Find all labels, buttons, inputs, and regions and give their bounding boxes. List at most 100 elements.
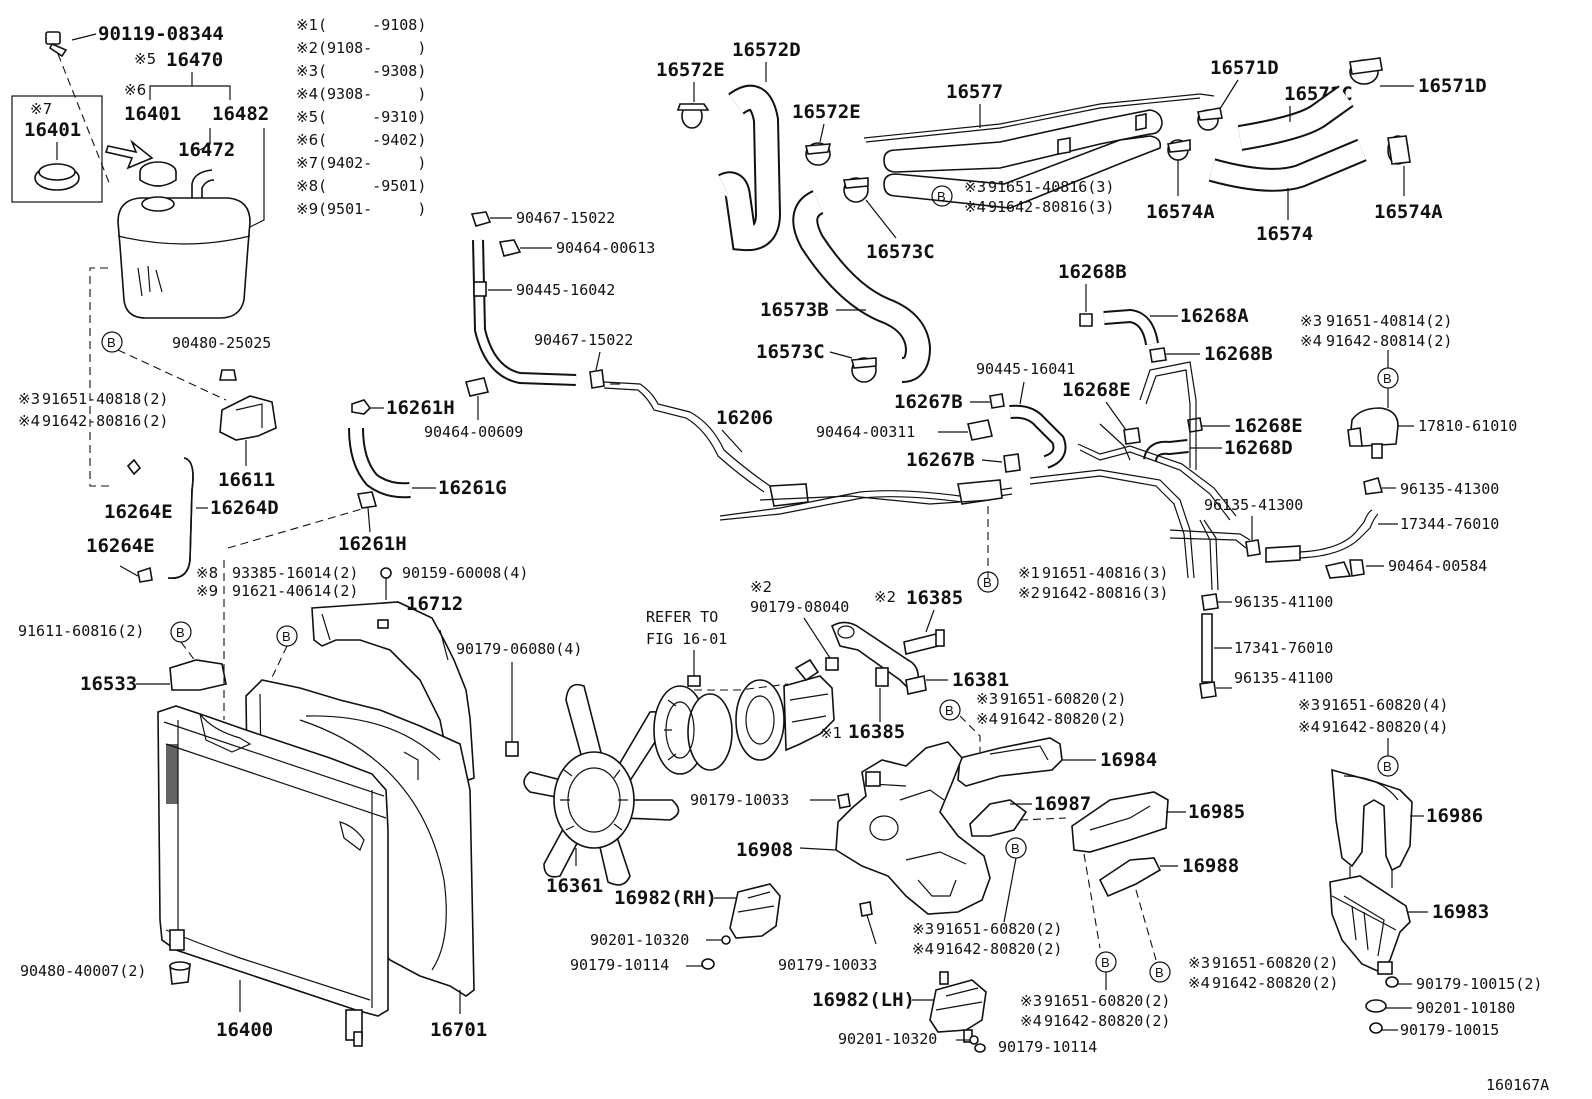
label-90179-10033-a: 90179-10033 [690, 791, 789, 809]
clip-icon [356, 491, 378, 509]
pipe-17341-icon [1201, 613, 1213, 683]
label-93385-16014: 93385-16014(2) [232, 564, 358, 582]
fan-group: 90179-06080(4) 16361 REFER TO FIG 16-01 [456, 578, 1009, 897]
label-90179-08040: 90179-08040 [750, 598, 849, 616]
b-mark-2: B [170, 621, 192, 643]
b-mark-9: B [1095, 951, 1117, 973]
label-17344-76010: 17344-76010 [1400, 515, 1499, 533]
b-mark-8: B [1005, 837, 1027, 859]
note-1-mark: ※1 [296, 16, 318, 34]
label-96135-41300-a: 96135-41300 [1400, 480, 1499, 498]
label-16571D-b: 16571D [1418, 75, 1487, 97]
bracket-16986-icon [1331, 768, 1413, 888]
mark-4c: ※4 [1300, 332, 1322, 350]
b-mark-5: B [1377, 367, 1399, 389]
label-96135-41100-b: 96135-41100 [1234, 669, 1333, 687]
mark-3h: ※3 [1298, 696, 1320, 714]
label-16533: 16533 [80, 673, 137, 695]
label-16908: 16908 [736, 839, 793, 861]
nut-icon [974, 1043, 986, 1053]
label-16987: 16987 [1034, 793, 1091, 815]
reservoir-group: 90119-08344 ※5 16470 ※6 16401 16482 ※7 1… [11, 23, 269, 487]
mark-4a: ※4 [18, 412, 40, 430]
label-16572E-b: 16572E [792, 101, 861, 123]
mark-3c: ※3 [1300, 312, 1322, 330]
figure-id: 160167A [1486, 1076, 1549, 1094]
clip-icon [1003, 453, 1021, 473]
label-16574A-b: 16574A [1374, 201, 1443, 223]
label-16574A-a: 16574A [1146, 201, 1215, 223]
note-8-mark: ※8 [296, 177, 318, 195]
mark-3b: ※3 [964, 178, 986, 196]
label-91642-80816-3a: 91642-80816(3) [988, 198, 1114, 216]
label-16268E-b: 16268E [1234, 415, 1303, 437]
clip-icon [1199, 681, 1217, 699]
mark-4d: ※4 [976, 710, 998, 728]
label-90201-10320-b: 90201-10320 [838, 1030, 937, 1048]
svg-text:B: B [1011, 841, 1020, 856]
mark-2c: ※2 [1018, 584, 1040, 602]
label-16206: 16206 [716, 407, 773, 429]
label-91651-60820-a: 91651-60820(2) [1000, 690, 1126, 708]
label-16982LH: 16982(LH) [812, 989, 915, 1011]
heater-hose-icon [472, 239, 577, 386]
svg-text:B: B [176, 625, 185, 640]
mark-9: ※9 [196, 582, 218, 600]
bracket-16533-icon [169, 659, 227, 691]
label-16401: 16401 [124, 103, 181, 125]
hose-clamp-icon [850, 357, 877, 383]
clip-icon [126, 458, 142, 476]
clip-icon [1149, 347, 1167, 363]
label-16712: 16712 [406, 593, 463, 615]
label-16400: 16400 [216, 1019, 273, 1041]
bolt-icon [45, 31, 68, 58]
nut-icon [859, 901, 873, 917]
label-16470: 16470 [166, 49, 223, 71]
label-90464-00609: 90464-00609 [424, 423, 523, 441]
svg-text:B: B [1383, 371, 1392, 386]
label-16381: 16381 [952, 669, 1009, 691]
label-91651-60820-b: 91651-60820(2) [936, 920, 1062, 938]
note-5-text: ( -9310) [318, 108, 426, 126]
label-16401-box: 16401 [24, 119, 81, 141]
mark-4e: ※4 [912, 940, 934, 958]
hose-16261-group: 16261H 16261G 16261H [338, 397, 507, 555]
label-16983: 16983 [1432, 901, 1489, 923]
label-90179-10114-a: 90179-10114 [570, 956, 669, 974]
engine-mount-lh-icon [929, 971, 987, 1043]
bracket-16381-icon [830, 621, 927, 695]
bolt-icon [505, 741, 519, 757]
mark-1a: ※1 [820, 724, 842, 742]
hose-16264d-icon [167, 457, 194, 579]
label-16984: 16984 [1100, 749, 1157, 771]
note-2-mark: ※2 [296, 39, 318, 57]
clip-icon [589, 369, 605, 389]
clip-icon [137, 566, 153, 583]
water-pipe-16206-icon [603, 381, 1013, 521]
note-7-mark: ※7 [296, 154, 318, 172]
hose-clamp-icon [804, 142, 832, 166]
label-16577: 16577 [946, 81, 1003, 103]
b-mark-11: B [1377, 755, 1399, 777]
label-16986: 16986 [1426, 805, 1483, 827]
bracket-16987-icon [969, 799, 1028, 837]
note-3-mark: ※3 [296, 62, 318, 80]
label-91651-60820-c: 91651-60820(2) [1044, 992, 1170, 1010]
label-90445-16041: 90445-16041 [976, 360, 1075, 378]
mark-4f: ※4 [1020, 1012, 1042, 1030]
note-6-text: ( -9402) [318, 131, 426, 149]
nut-icon [1385, 976, 1399, 988]
label-16571D-a: 16571D [1210, 57, 1279, 79]
hose-clamp-icon [1387, 135, 1411, 165]
label-16701: 16701 [430, 1019, 487, 1041]
clip-icon [1123, 427, 1141, 445]
mark-2a: ※2 [750, 578, 772, 596]
note-1-text: ( -9108) [318, 16, 426, 34]
note-4-mark: ※4 [296, 85, 318, 103]
label-91611-60816: 91611-60816(2) [18, 622, 144, 640]
arrow-icon [104, 139, 154, 170]
mark-7: ※7 [30, 100, 52, 118]
vacuum-switch-icon [1347, 407, 1399, 459]
clip-icon [351, 399, 372, 415]
heater-pipe-group: 90467-15022 90464-00613 90445-16042 9046… [424, 209, 1013, 578]
